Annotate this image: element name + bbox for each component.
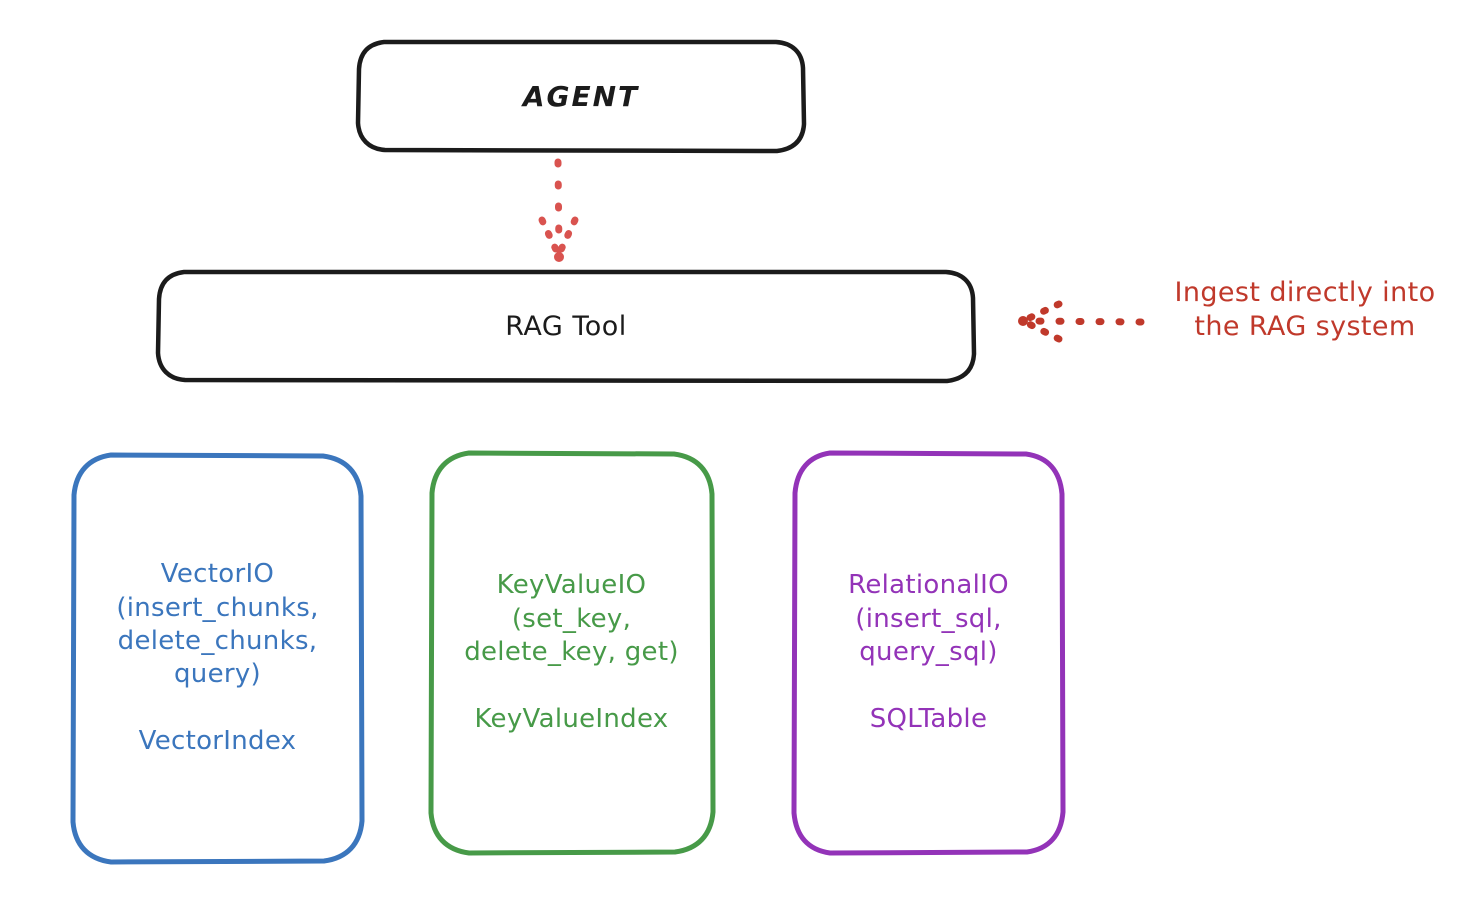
node-relational-io[interactable]: RelationalIO (insert_sql, query_sql) SQL… xyxy=(790,449,1067,857)
node-key-value-io-secondary-label: KeyValueIndex xyxy=(474,704,669,735)
node-vector-io-primary-label: VectorIO (insert_chunks, delete_chunks, … xyxy=(116,559,319,690)
node-key-value-io-primary-label: KeyValueIO (set_key, delete_key, get) xyxy=(464,570,679,667)
node-rag-tool-label: RAG Tool xyxy=(505,310,627,342)
node-relational-io-secondary-label: SQLTable xyxy=(869,704,988,735)
connector-ingest-to-rag xyxy=(1015,295,1145,350)
arrow-down-icon xyxy=(538,158,579,262)
node-rag-tool[interactable]: RAG Tool xyxy=(155,269,977,384)
connector-agent-to-rag xyxy=(520,158,600,268)
node-vector-io[interactable]: VectorIO (insert_chunks, delete_chunks, … xyxy=(69,451,366,866)
node-key-value-io[interactable]: KeyValueIO (set_key, delete_key, get) Ke… xyxy=(427,449,716,857)
node-relational-io-primary-label: RelationalIO (insert_sql, query_sql) xyxy=(848,570,1009,667)
node-agent[interactable]: AGENT xyxy=(355,39,807,154)
node-agent-label: AGENT xyxy=(522,79,640,113)
annotation-ingest-directly: Ingest directly into the RAG system xyxy=(1174,277,1436,342)
node-vector-io-secondary-label: VectorIndex xyxy=(138,726,297,757)
arrow-left-icon xyxy=(1018,300,1145,343)
